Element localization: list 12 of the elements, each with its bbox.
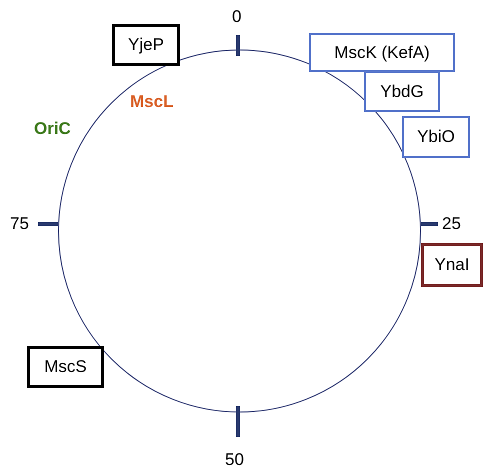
- gene-box: YnaI: [421, 243, 483, 287]
- gene-box: YjeP: [112, 24, 180, 66]
- gene-box: YbdG: [364, 71, 440, 112]
- gene-label: MscL: [130, 93, 174, 110]
- scale-label: 50: [225, 451, 244, 468]
- scale-label: 25: [442, 215, 461, 232]
- gene-box: YbiO: [402, 116, 470, 158]
- gene-box: MscK (KefA): [309, 33, 455, 72]
- gene-box: MscS: [27, 346, 104, 388]
- scale-label: 75: [10, 215, 29, 232]
- scale-label: 0: [232, 8, 242, 25]
- origin-label: OriC: [34, 120, 71, 137]
